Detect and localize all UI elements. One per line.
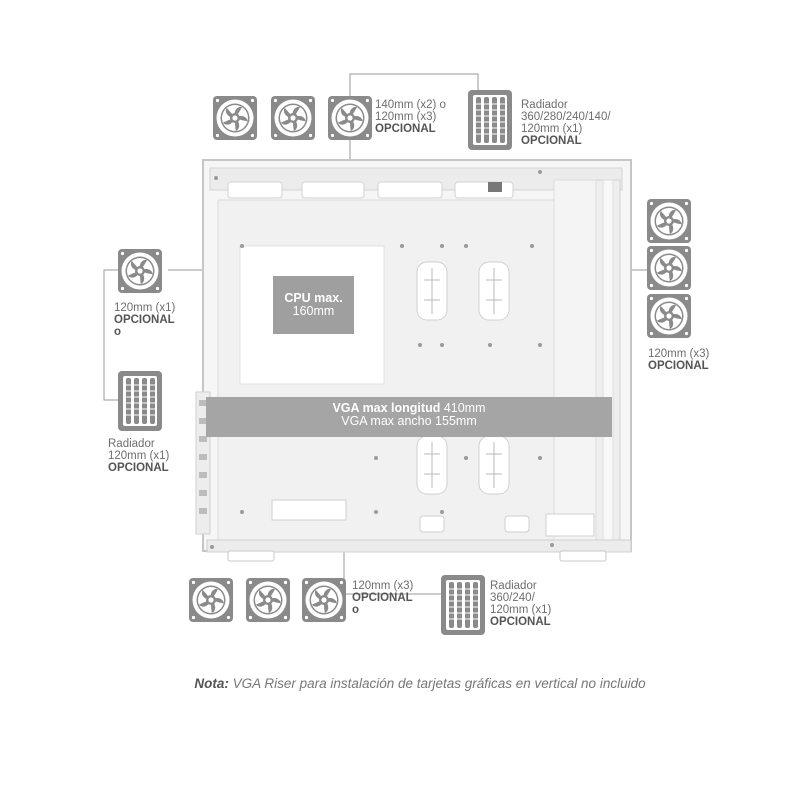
front-fan-icon-2 <box>647 246 691 290</box>
bottom-radiator-icon <box>440 574 486 636</box>
vga-width-line: VGA max ancho 155mm <box>341 414 477 428</box>
rear-radiator-icon <box>117 370 163 432</box>
cpu-title: CPU max. <box>284 291 343 305</box>
bottom-fans-label: 120mm (x3) OPCIONAL o <box>352 580 414 616</box>
bottom-fan-icon-3 <box>302 578 346 622</box>
pc-case <box>195 159 632 562</box>
cpu-value: 160mm <box>292 304 335 318</box>
note-prefix: Nota: <box>194 676 229 691</box>
rear-radiator-label: Radiador 120mm (x1) OPCIONAL <box>108 438 170 474</box>
front-fans-label: 120mm (x3) OPCIONAL <box>648 348 710 372</box>
vga-length-label: VGA max longitud <box>332 401 441 415</box>
front-fan-icon-1 <box>647 199 691 243</box>
footnote: Nota: VGA Riser para instalación de tarj… <box>0 676 800 691</box>
top-radiator-label: Radiador 360/280/240/140/ 120mm (x1) OPC… <box>521 99 611 147</box>
top-radiator-icon <box>467 89 513 151</box>
top-fan-icon-1 <box>213 96 257 140</box>
rear-fan-icon <box>118 249 162 293</box>
vga-length-value: 410mm <box>443 401 486 415</box>
bottom-fan-icon-2 <box>246 578 290 622</box>
bottom-fan-icon-1 <box>189 578 233 622</box>
note-text: VGA Riser para instalación de tarjetas g… <box>232 676 646 691</box>
vga-band: VGA max longitud 410mm VGA max ancho 155… <box>206 397 612 437</box>
cpu-cooler-box: CPU max. 160mm <box>273 276 354 334</box>
top-fan-icon-3 <box>328 96 372 140</box>
bottom-radiator-label: Radiador 360/240/ 120mm (x1) OPCIONAL <box>490 580 552 628</box>
top-fans-label: 140mm (x2) o 120mm (x3) OPCIONAL <box>375 99 446 135</box>
top-fan-icon-2 <box>271 96 315 140</box>
vga-length-line: VGA max longitud 410mm <box>206 402 612 415</box>
rear-fan-label: 120mm (x1) OPCIONAL o <box>114 302 176 338</box>
front-fan-icon-3 <box>647 294 691 338</box>
